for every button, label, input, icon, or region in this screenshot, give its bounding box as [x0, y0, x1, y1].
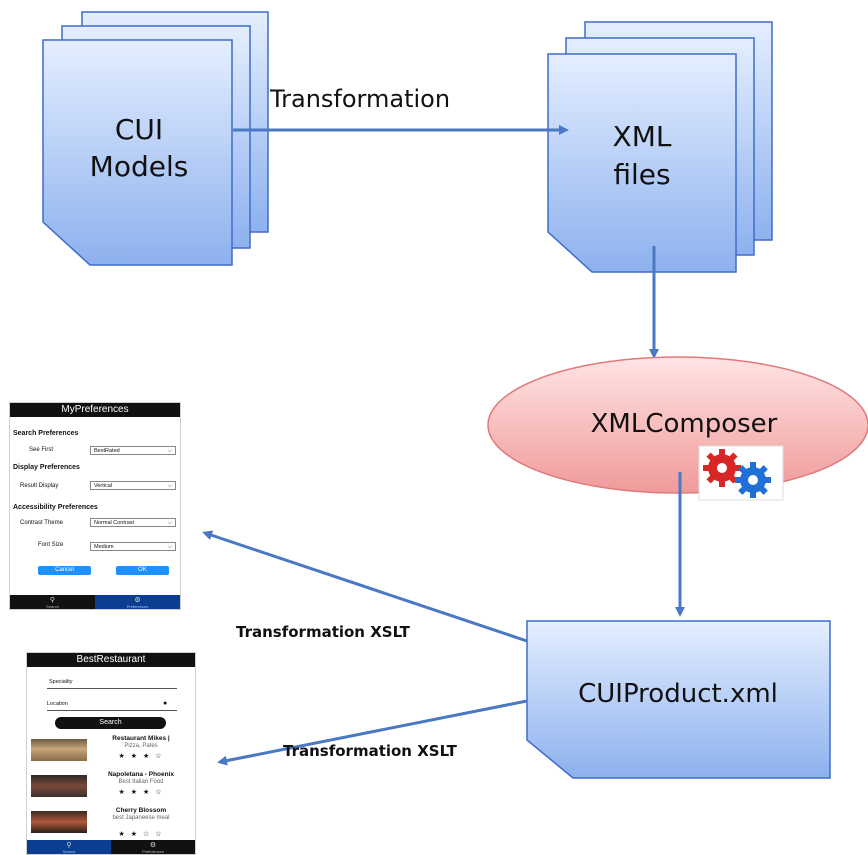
cui-models-stack: CUI Models: [42, 11, 269, 266]
edge-label-transformation: Transformation: [269, 85, 450, 113]
rating-stars: ★ ★ ☆ ☆: [118, 831, 164, 838]
restaurant-photo: [31, 739, 87, 761]
location-field-label[interactable]: Location: [47, 701, 68, 707]
chevron-down-icon: ⌵: [167, 483, 172, 489]
restaurant-description: Best Italian Food: [118, 779, 164, 785]
document-page-front: [547, 53, 737, 273]
ok-button[interactable]: OK: [116, 566, 169, 575]
cui-product-label: CUIProduct.xml: [578, 679, 778, 709]
restaurant-name: Napoletana - Phoenix: [107, 771, 175, 778]
restaurant-photo: [31, 775, 87, 797]
font-size-label: Font Size: [38, 542, 64, 548]
rating-stars: ★ ★ ★ ☆: [118, 789, 164, 796]
arrow-product-to-prefs: [202, 530, 528, 643]
chevron-down-icon: ⌵: [167, 448, 172, 454]
gears-icon: [698, 445, 784, 501]
chevron-down-icon: ⌵: [167, 544, 172, 550]
pref-bottom-nav: ⚲Search ⚙Preferences: [10, 595, 180, 609]
see-first-value: BestRated: [94, 448, 120, 454]
result-display-value: Vertical: [94, 483, 113, 489]
tab-search[interactable]: ⚲Search: [27, 840, 111, 854]
tab-preferences[interactable]: ⚙Preferences: [95, 595, 180, 609]
speciality-field-underline: [47, 688, 177, 689]
cui-models-line2: Models: [90, 150, 189, 183]
edge-label-xslt-prefs: Transformation XSLT: [236, 623, 411, 641]
xml-files-line1: XML: [613, 120, 672, 153]
list-item[interactable]: Cherry Blossom best Japaneese meal ★ ★ ☆…: [31, 807, 193, 841]
location-pin-icon[interactable]: ●: [163, 700, 168, 707]
document-page-front: [42, 39, 233, 266]
tab-search-label: Search: [46, 604, 59, 609]
best-restaurant-screen: BestRestaurant Speciality Location ● Sea…: [26, 652, 196, 855]
restaurant-name: Cherry Blossom: [115, 807, 167, 814]
tab-preferences-label: Preferences: [126, 604, 149, 609]
edge-label-xslt-restaurant: Transformation XSLT: [283, 742, 458, 760]
list-item[interactable]: Restaurant Mikes | Pizza, Pates ★ ★ ★ ☆: [31, 735, 193, 765]
gear-icon: ⚙: [149, 842, 157, 849]
my-preferences-screen: MyPreferences Search Preferences See Fir…: [9, 402, 181, 610]
tab-preferences[interactable]: ⚙Preferences: [111, 840, 195, 854]
gear-icon: ⚙: [134, 597, 141, 604]
list-item[interactable]: Napoletana - Phoenix Best Italian Food ★…: [31, 771, 193, 801]
contrast-theme-value: Normal Contrast: [94, 520, 135, 526]
restaurant-bottom-nav: ⚲Search ⚙Preferences: [27, 840, 195, 854]
see-first-select[interactable]: BestRated ⌵: [90, 446, 176, 455]
xml-files-stack: XML files: [547, 21, 773, 273]
search-button[interactable]: Search: [55, 717, 166, 729]
result-display-select[interactable]: Vertical ⌵: [90, 481, 176, 490]
chevron-down-icon: ⌵: [167, 520, 172, 526]
tab-preferences-label: Preferences: [142, 849, 164, 854]
pref-title: MyPreferences: [10, 403, 180, 417]
contrast-theme-select[interactable]: Normal Contrast ⌵: [90, 518, 176, 527]
restaurant-name: Restaurant Mikes |: [112, 735, 170, 742]
cancel-button[interactable]: Cancel: [38, 566, 91, 575]
accessibility-preferences-heading: Accessibility Preferences: [13, 504, 98, 511]
result-display-label: Result Display: [20, 483, 59, 489]
tab-search-label: Search: [62, 849, 76, 854]
tab-search[interactable]: ⚲Search: [10, 595, 95, 609]
search-preferences-heading: Search Preferences: [13, 430, 79, 437]
rating-stars: ★ ★ ★ ☆: [118, 753, 164, 760]
cui-models-line1: CUI: [115, 113, 163, 146]
font-size-value: Medium: [94, 544, 114, 550]
restaurant-description: Pizza, Pates: [124, 743, 158, 749]
search-icon: ⚲: [49, 597, 56, 604]
xml-composer-node: XMLComposer: [487, 356, 868, 494]
arrow-product-to-restaurant: [217, 699, 528, 766]
xml-files-line2: files: [613, 158, 670, 191]
xml-composer-label: XMLComposer: [591, 409, 778, 439]
restaurant-photo: [31, 811, 87, 833]
cui-product-document: [526, 620, 831, 779]
cui-product-node: CUIProduct.xml: [526, 620, 831, 779]
speciality-field-label[interactable]: Speciality: [49, 679, 73, 685]
search-icon: ⚲: [66, 842, 72, 849]
location-field-underline: [47, 710, 177, 711]
see-first-label: See First: [29, 447, 54, 453]
font-size-select[interactable]: Medium ⌵: [90, 542, 176, 551]
restaurant-title: BestRestaurant: [27, 653, 195, 667]
restaurant-description: best Japaneese meal: [112, 815, 170, 821]
display-preferences-heading: Display Preferences: [13, 464, 80, 471]
contrast-theme-label: Contrast Theme: [20, 520, 63, 526]
